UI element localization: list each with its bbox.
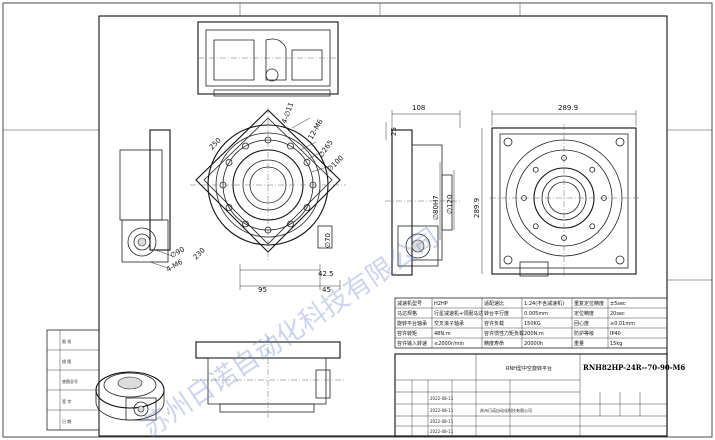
dim-phi70: ∅70	[324, 233, 332, 248]
spec-cell: 旋转平台轴承	[397, 320, 427, 327]
right-view	[481, 110, 640, 278]
date-1: 2022-08-11	[430, 396, 454, 401]
right-bolt-hole	[532, 166, 539, 173]
dim-phi265: ∅265	[317, 139, 335, 160]
dim-square-250: 250	[208, 136, 223, 151]
side-section-view	[385, 110, 461, 276]
dim-square-230: 230	[192, 246, 207, 261]
spec-cell: 行星减速机+伺服马达	[434, 310, 483, 317]
spec-cell: 200N.m	[524, 331, 544, 337]
dim-95: 95	[258, 286, 267, 294]
right-bolt-hole	[589, 166, 596, 173]
revision-label-4: 签 字	[62, 398, 71, 404]
bolt-hole	[287, 142, 294, 150]
spec-cell: 定位精度	[574, 310, 594, 317]
corner-hole	[503, 137, 513, 147]
spec-cell: 48N.m	[434, 331, 451, 337]
dim-phi120: ∅120	[446, 195, 454, 214]
revision-label-3: 底图总号	[62, 378, 78, 384]
front-view	[119, 108, 346, 290]
spec-cell: IP40	[610, 331, 621, 337]
drawing-name: RNH型中空旋转平台	[506, 365, 552, 372]
spec-cell: 防护等级	[574, 330, 594, 337]
right-bolt-pattern	[503, 137, 625, 265]
dim-45: 45	[322, 286, 331, 294]
dim-phi90: ∅90	[169, 245, 186, 259]
dim-108: 108	[412, 104, 425, 112]
spec-cell: 容许转矩	[397, 330, 417, 337]
dim-25: 25	[390, 127, 398, 136]
zone-ticks	[3, 3, 712, 281]
revision-column: 图 纸 描 图 底图总号 签 字 日 期	[46, 329, 100, 431]
spec-cell: 20000h	[524, 341, 543, 347]
date-4: 2022-08-11	[430, 429, 454, 434]
revision-label-2: 描 图	[62, 358, 71, 364]
bolt-hole	[242, 220, 249, 228]
spec-cell: 0.005mm	[524, 311, 548, 317]
spec-cell: 容许输入转速	[397, 340, 427, 347]
dim-289-9-top: 289.9	[558, 104, 578, 112]
corner-hole	[503, 255, 513, 265]
dim-phi100: ∅100	[326, 154, 345, 173]
top-view	[197, 21, 339, 97]
spec-table: 减速机型号 H2HP 适配速比 1:24(不含减速机) 重复定位精度 ±5sec 马达规格 行…	[394, 297, 668, 349]
isometric-thumbnail	[95, 371, 165, 421]
bolt-hole	[242, 142, 249, 150]
spec-cell: 回心度	[574, 320, 589, 327]
spec-cell: 转台平行度	[484, 310, 509, 317]
corner-hole	[615, 255, 625, 265]
spec-cell: ≤0.01mm	[610, 321, 635, 327]
spec-cell: 1:24(不含减速机)	[524, 300, 564, 307]
bolt-hole	[225, 204, 233, 211]
dim-289-9-side: 289.9	[473, 198, 481, 218]
spec-cell: 适配速比	[484, 300, 504, 307]
revision-label-5: 日 期	[62, 418, 71, 424]
dim-42-5: 42.5	[318, 270, 334, 278]
right-bolt-hole	[589, 223, 596, 230]
corner-hole	[615, 137, 625, 147]
bolt-hole	[225, 159, 233, 166]
spec-cell: 减速机型号	[397, 300, 422, 307]
date-3: 2022-08-11	[430, 419, 454, 424]
company-note: 苏州日诺自动化科技有限公司	[480, 407, 532, 413]
inner-frame	[98, 15, 668, 437]
revision-label-1: 图 纸	[62, 338, 71, 344]
spec-cell: H2HP	[434, 301, 448, 307]
model-number: RNH82HP-24R--70-90-M6	[583, 363, 685, 372]
spec-cell: 20sec	[610, 311, 625, 317]
spec-cell: 容许负载	[484, 320, 504, 327]
spec-cell: 精度寿命	[484, 340, 504, 347]
spec-cell: 交叉滚子轴承	[434, 320, 464, 327]
motor-bore	[127, 227, 157, 257]
right-bolt-hole	[532, 223, 539, 230]
dim-12-m6: 12-M6	[307, 118, 325, 141]
spec-cell: 150KG	[524, 321, 541, 327]
spec-cell: 马达规格	[397, 310, 417, 317]
bolt-hole	[287, 220, 294, 228]
dim-phi80h7: ∅80H7	[432, 195, 440, 220]
spec-cell: 重复定位精度	[574, 300, 604, 307]
spec-cell: 重量	[574, 340, 584, 347]
spec-cell: ±5sec	[610, 301, 626, 307]
spec-cell: 15kg	[610, 341, 622, 347]
bolt-hole	[303, 204, 311, 211]
spec-cell: ≤2000r/min	[434, 341, 464, 347]
bottom-view	[192, 336, 344, 418]
date-2: 2022-08-11	[430, 408, 454, 413]
dim-4-phi11: 4-∅11	[280, 101, 295, 124]
spec-cell: 容许惯性力矩负载	[484, 330, 524, 337]
title-block	[394, 353, 668, 437]
